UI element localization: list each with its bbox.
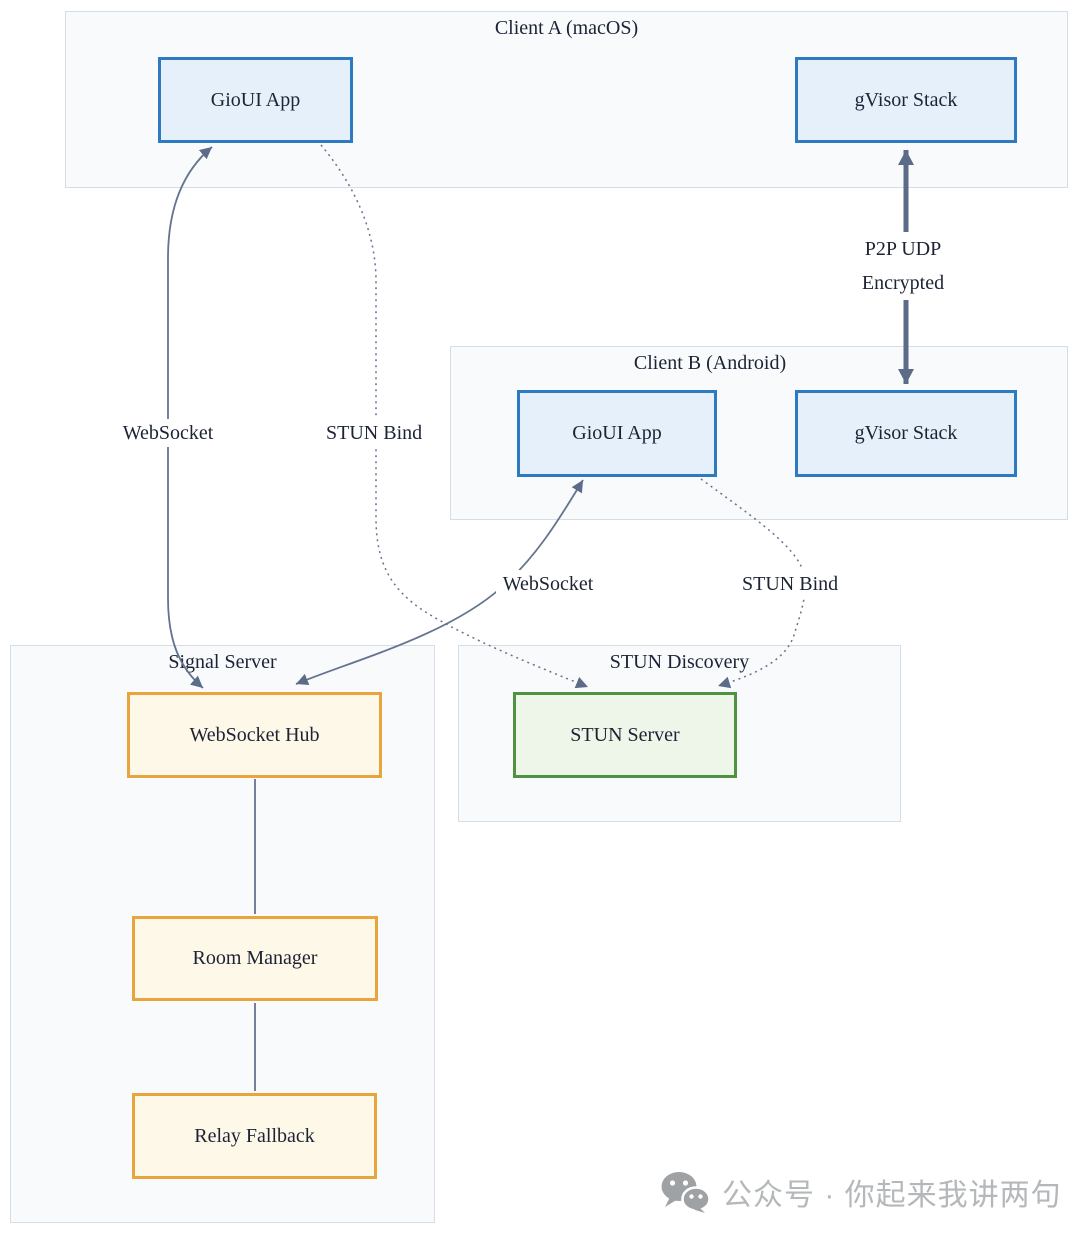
- group-signal-server-title: Signal Server: [168, 651, 277, 673]
- node-websocket-hub-label: WebSocket Hub: [189, 723, 320, 746]
- node-room-manager: Room Manager: [132, 916, 378, 1001]
- edge-giouiA-websocket-hub: [167, 146, 213, 689]
- node-gvisor-stack-a: gVisor Stack: [795, 57, 1017, 143]
- group-stun-discovery-title: STUN Discovery: [609, 651, 750, 673]
- node-relay-fallback-label: Relay Fallback: [194, 1124, 315, 1147]
- watermark-text: 公众号 · 你起来我讲两句: [722, 1179, 1062, 1212]
- edge-label-encrypted: Encrypted: [852, 266, 954, 300]
- group-client-b-title: Client B (Android): [633, 352, 787, 374]
- node-gvisor-stack-a-label: gVisor Stack: [854, 88, 958, 111]
- node-relay-fallback: Relay Fallback: [132, 1093, 377, 1179]
- watermark: 公众号 · 你起来我讲两句: [660, 1170, 1062, 1214]
- edge-label-stun-bind-a: STUN Bind: [326, 419, 422, 447]
- edge-label-websocket-a: WebSocket: [116, 419, 220, 447]
- group-client-a-title: Client A (macOS): [494, 17, 639, 39]
- node-gioui-app-a: GioUI App: [158, 57, 353, 143]
- edge-label-stun-bind-b: STUN Bind: [742, 570, 838, 598]
- node-stun-server-label: STUN Server: [570, 723, 680, 746]
- node-gioui-app-a-label: GioUI App: [210, 88, 301, 111]
- node-room-manager-label: Room Manager: [192, 947, 318, 969]
- node-gioui-app-b: GioUI App: [517, 390, 717, 477]
- node-gioui-app-b-label: GioUI App: [572, 422, 662, 444]
- node-stun-server: STUN Server: [513, 692, 737, 778]
- wechat-icon: [660, 1171, 710, 1213]
- node-gvisor-stack-b: gVisor Stack: [795, 390, 1017, 477]
- node-websocket-hub: WebSocket Hub: [127, 692, 382, 778]
- edge-label-websocket-b: WebSocket: [496, 570, 600, 598]
- edge-label-p2p-udp: P2P UDP: [852, 232, 954, 266]
- node-gvisor-stack-b-label: gVisor Stack: [854, 422, 958, 444]
